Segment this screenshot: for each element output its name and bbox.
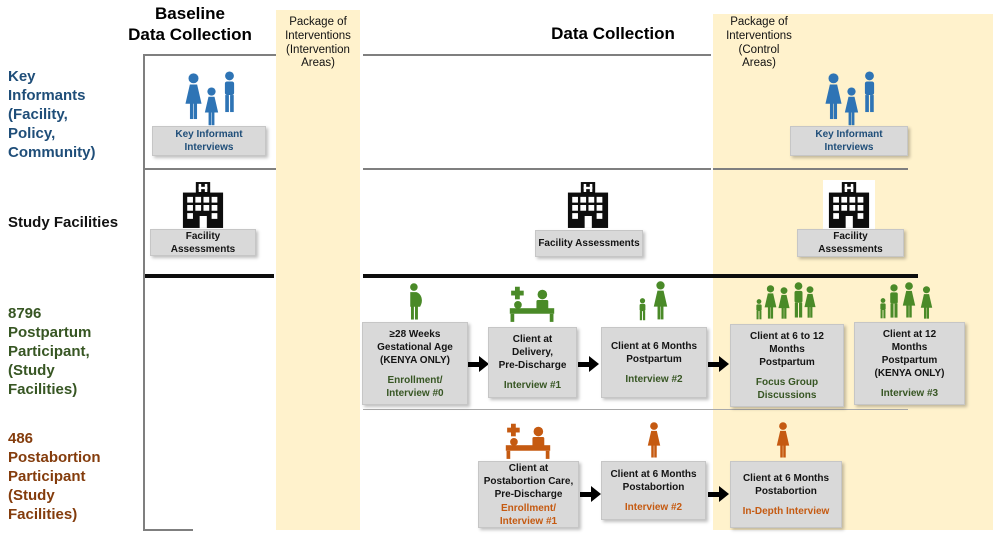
arrow-right-icon (578, 356, 599, 373)
postpartum-enrollment-box: ≥28 Weeks Gestational Age (KENYA ONLY) E… (362, 322, 468, 405)
key-informant-interviews-box-left: Key Informant Interviews (152, 126, 266, 156)
people-trio-icon (185, 71, 235, 126)
box-subtitle: Interview #3 (880, 387, 939, 399)
facility-assessments-box-right: Facility Assessments (797, 229, 904, 257)
pregnant-woman-icon (404, 283, 426, 321)
row-divider-informants-left (145, 168, 276, 170)
hospital-icon (827, 182, 871, 228)
header-data-collection: Data Collection (551, 24, 675, 43)
box-subtitle: Interview #1 (503, 380, 562, 391)
mother-child-icon (639, 281, 668, 321)
row-divider-informants-right (713, 168, 908, 170)
postabortion-indepth-box: Client at 6 Months Postabortion In-Depth… (730, 461, 842, 528)
care-bed-icon (505, 423, 551, 460)
box-title: Client at Postabortion Care, Pre-Dischar… (483, 462, 574, 500)
label-key-informants: Key Informants (Facility, Policy, Commun… (8, 68, 96, 162)
arrow-right-icon (580, 486, 601, 503)
delivery-bed-icon (509, 286, 555, 323)
facilities-divider-left (145, 274, 274, 278)
box-label: Key Informant Interviews (815, 129, 883, 153)
box-label: Facility Assessments (818, 231, 883, 255)
box-title: ≥28 Weeks Gestational Age (KENYA ONLY) (377, 328, 453, 366)
hospital-icon (181, 182, 225, 228)
box-subtitle: Enrollment/ Interview #0 (386, 374, 444, 399)
box-title: Client at 6 to 12 Months Postpartum (750, 330, 824, 368)
intervention-band-left (276, 10, 360, 530)
label-column-divider (143, 54, 145, 530)
header-baseline-data-collection: Baseline Data Collection (128, 4, 252, 44)
box-label: Facility Assessments (170, 230, 236, 255)
box-title: Client at 6 Months Postabortion (610, 468, 697, 493)
facility-assessments-box-middle: Facility Assessments (535, 230, 643, 257)
bottom-tick-line (143, 529, 193, 531)
family-group-icon (880, 282, 933, 319)
box-title: Client at 12 Months Postpartum (KENYA ON… (874, 328, 945, 379)
people-trio-icon (825, 71, 875, 126)
postpartum-focus-group-box: Client at 6 to 12 Months Postpartum Focu… (730, 324, 844, 407)
box-label: Facility Assessments (538, 238, 640, 249)
postabortion-enrollment-box: Client at Postabortion Care, Pre-Dischar… (478, 461, 579, 528)
box-subtitle: Interview #2 (625, 373, 683, 385)
box-subtitle: Interview #2 (624, 501, 683, 513)
row-divider-top-mid (363, 54, 711, 56)
label-study-facilities: Study Facilities (8, 214, 119, 231)
label-postabortion-participant: 486 Postabortion Participant (Study Faci… (8, 430, 101, 524)
woman-icon (645, 422, 663, 459)
box-subtitle: Enrollment/ Interview #1 (499, 502, 558, 527)
label-postpartum-participant: 8796 Postpartum Participant, (Study Faci… (8, 305, 92, 399)
hospital-icon (566, 182, 610, 228)
box-title: Client at 6 Months Postpartum (610, 340, 698, 365)
people-group-icon (756, 282, 816, 320)
woman-icon (774, 422, 792, 459)
arrow-right-icon (708, 486, 729, 503)
box-title: Client at Delivery, Pre-Discharge (498, 334, 567, 371)
key-informant-interviews-box-right: Key Informant Interviews (790, 126, 908, 156)
arrow-right-icon (468, 356, 489, 373)
facility-assessments-box-left: Facility Assessments (150, 229, 256, 256)
box-title: Client at 6 Months Postabortion (742, 472, 830, 497)
postpartum-12months-box: Client at 12 Months Postpartum (KENYA ON… (854, 322, 965, 405)
band-label-control-areas: Package of Interventions (Control Areas) (726, 16, 792, 70)
postabortion-6months-box: Client at 6 Months Postabortion Intervie… (601, 461, 706, 520)
box-subtitle: Focus Group Discussions (755, 376, 819, 401)
row-divider-informants-mid (363, 168, 711, 170)
box-subtitle: In-Depth Interview (742, 505, 830, 517)
facilities-divider-right (363, 274, 918, 278)
band-label-intervention-areas: Package of Interventions (Intervention A… (285, 16, 351, 70)
postpartum-delivery-box: Client at Delivery, Pre-Discharge Interv… (488, 327, 577, 398)
arrow-right-icon (708, 356, 729, 373)
box-label: Key Informant Interviews (175, 129, 243, 153)
postpartum-6months-box: Client at 6 Months Postpartum Interview … (601, 327, 707, 398)
row-divider-top-left (145, 54, 276, 56)
participant-row-divider (363, 409, 908, 411)
